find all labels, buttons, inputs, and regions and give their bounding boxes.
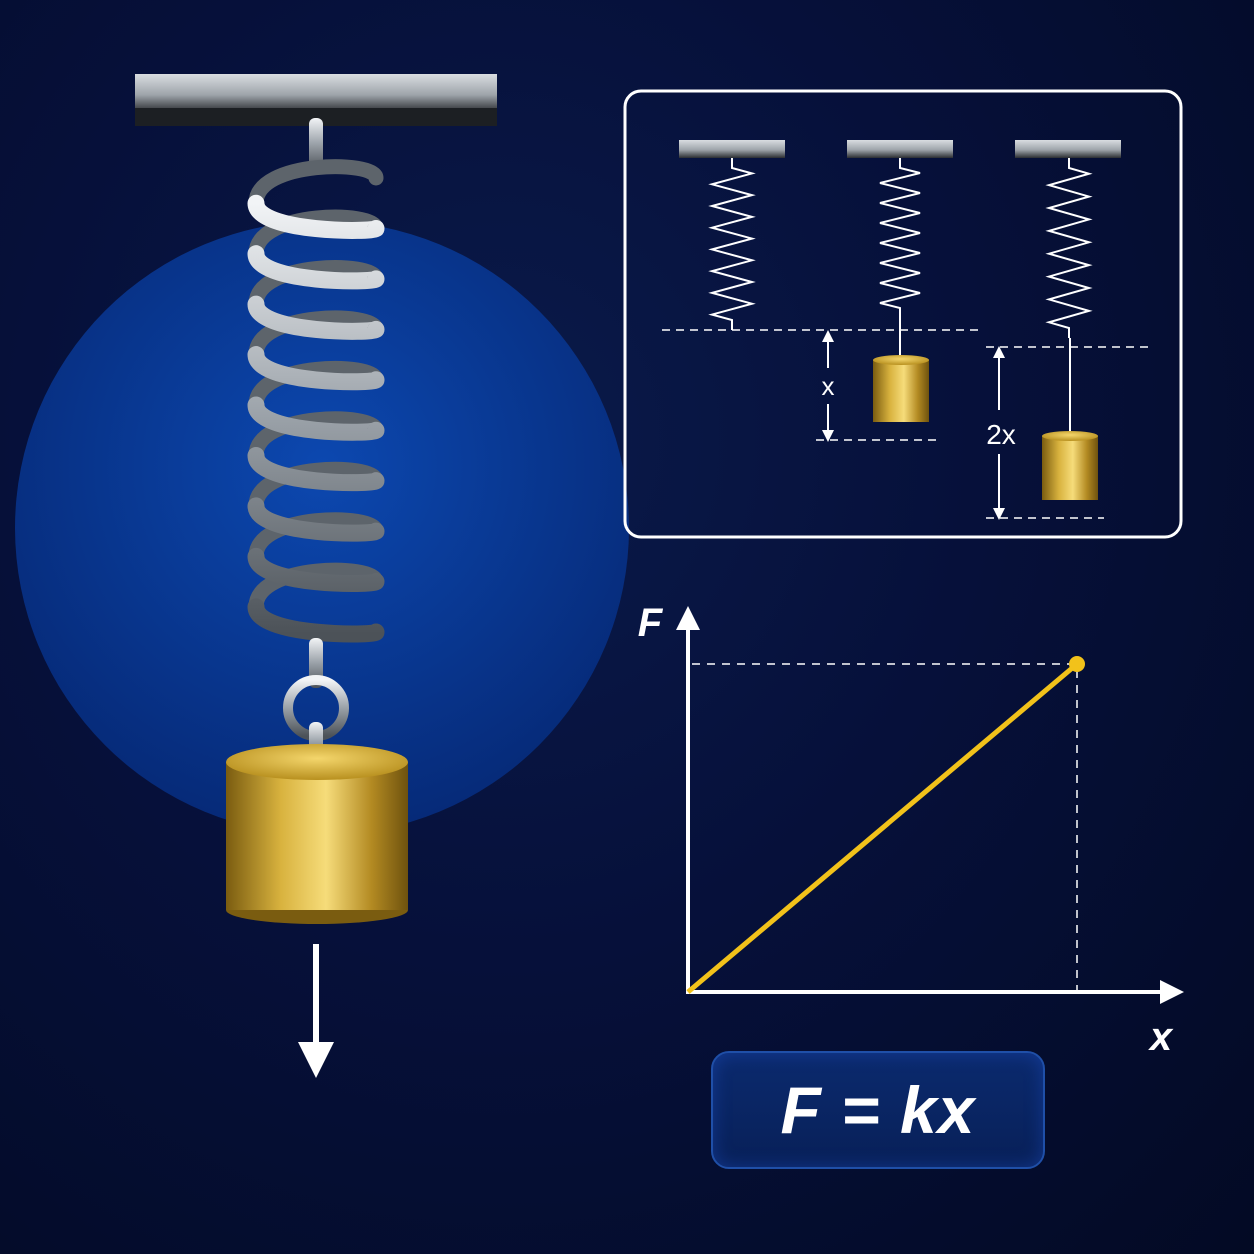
- ceiling-bar: [135, 74, 497, 126]
- inset-reference-lines: [662, 329, 1148, 519]
- inset-spring-unloaded: [679, 140, 785, 330]
- graph-x-axis-label: x: [1148, 1015, 1174, 1059]
- displacement-x-label: x: [822, 371, 835, 401]
- graph-guide-lines: [692, 663, 1078, 990]
- main-weight: [226, 744, 408, 924]
- inset-spring-double-weight: [1015, 140, 1121, 500]
- displacement-2x-label: 2x: [986, 419, 1016, 450]
- inset-panel: [623, 89, 1183, 539]
- formula-text: F = kx: [780, 1073, 976, 1147]
- spring-coil-front: [247, 194, 385, 643]
- endpoint-marker: [1069, 656, 1085, 672]
- spring-hanger-rod: [309, 118, 323, 170]
- inset-spring-coil: [1045, 158, 1093, 338]
- graph-y-axis-label: F: [638, 601, 664, 645]
- inset-spring-coil: [879, 158, 921, 318]
- force-line: [686, 662, 1079, 994]
- inset-spring-coil: [708, 158, 756, 330]
- graph-plot: [686, 656, 1085, 994]
- formula-box: F = kx: [711, 1051, 1045, 1169]
- main-spring: [247, 159, 385, 643]
- inset-spring-single-weight: [847, 140, 953, 422]
- spring-coil-back: [248, 159, 384, 615]
